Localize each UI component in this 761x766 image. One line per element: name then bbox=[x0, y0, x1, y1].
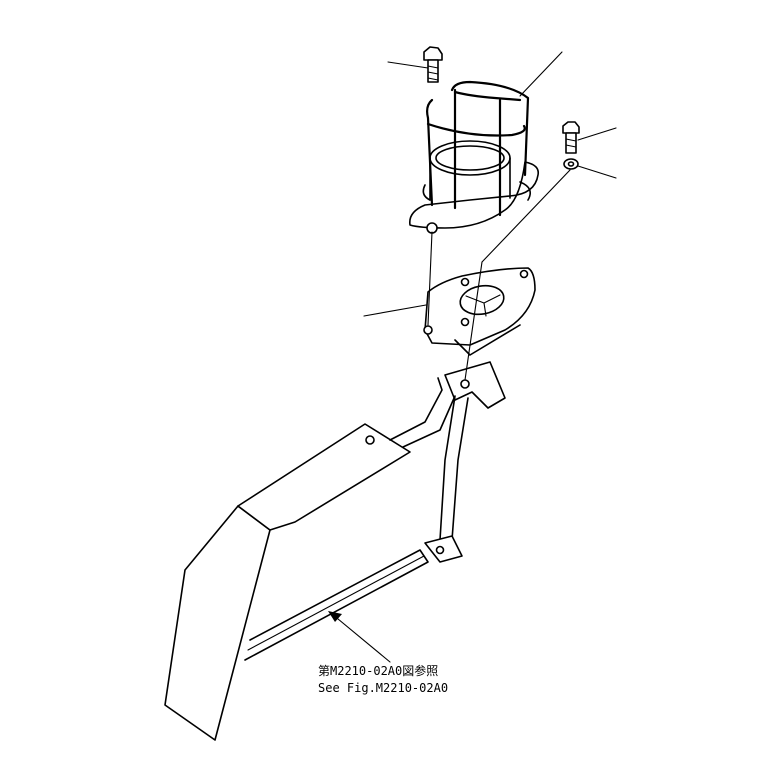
bolt-right-thread bbox=[565, 138, 577, 148]
reference-text-english: See Fig.M2210-02A0 bbox=[318, 681, 448, 695]
flange-hole-top bbox=[460, 277, 470, 287]
plate-hole bbox=[365, 435, 375, 445]
leader-bolt-left bbox=[387, 61, 429, 69]
foot-hole bbox=[435, 545, 445, 555]
flange-inner-line-2 bbox=[483, 302, 487, 317]
upper-arm bbox=[389, 377, 443, 441]
leader-lines bbox=[328, 51, 617, 663]
bolt-left-thread bbox=[427, 65, 439, 81]
support-bracket bbox=[164, 361, 506, 741]
washer bbox=[563, 158, 579, 170]
leader-washer bbox=[577, 165, 617, 179]
bolt-right-head bbox=[562, 121, 580, 134]
bolt-left-shank bbox=[427, 59, 439, 83]
reference-text-japanese: 第M2210-02A0図参照 bbox=[318, 663, 438, 678]
flange-skirt bbox=[454, 324, 521, 356]
cage-cylinder-inner bbox=[435, 145, 505, 171]
cage-wire-top bbox=[453, 90, 522, 102]
align-line-left bbox=[427, 231, 433, 326]
bolt-left bbox=[423, 46, 443, 83]
flange-hole-right bbox=[519, 269, 529, 279]
holder-cage bbox=[408, 80, 540, 234]
bolt-right bbox=[562, 121, 580, 154]
reference-arrow-head bbox=[328, 611, 342, 622]
tab-hole bbox=[460, 379, 470, 389]
bracket-top-plate bbox=[237, 423, 411, 531]
cage-wire-left bbox=[426, 98, 434, 207]
reference-arrow-line bbox=[331, 613, 391, 663]
leader-flange bbox=[363, 304, 427, 317]
bracket-side-plate bbox=[164, 505, 271, 741]
align-line-right-diag bbox=[481, 169, 571, 263]
lower-channel bbox=[244, 549, 429, 661]
bolt-right-shank bbox=[565, 132, 577, 154]
flange-hole-left bbox=[423, 325, 433, 335]
leader-cage bbox=[519, 51, 563, 97]
flange-center-hole bbox=[459, 284, 505, 316]
cage-wire-ring bbox=[426, 122, 526, 137]
flange-hole-front bbox=[460, 317, 470, 327]
lower-channel-inner bbox=[247, 555, 425, 651]
bolt-left-head bbox=[423, 46, 443, 61]
vertical-strut-edge bbox=[451, 397, 469, 541]
washer-inner bbox=[567, 161, 575, 167]
leader-bolt-right bbox=[577, 127, 617, 141]
cage-wire-rear bbox=[450, 80, 530, 177]
upper-arm-edge bbox=[402, 395, 456, 448]
align-line-right-down bbox=[464, 261, 483, 381]
cage-wire-clip bbox=[422, 181, 531, 201]
flange-plate bbox=[423, 267, 536, 356]
vertical-strut bbox=[439, 395, 456, 541]
alignment-lines bbox=[427, 169, 571, 381]
